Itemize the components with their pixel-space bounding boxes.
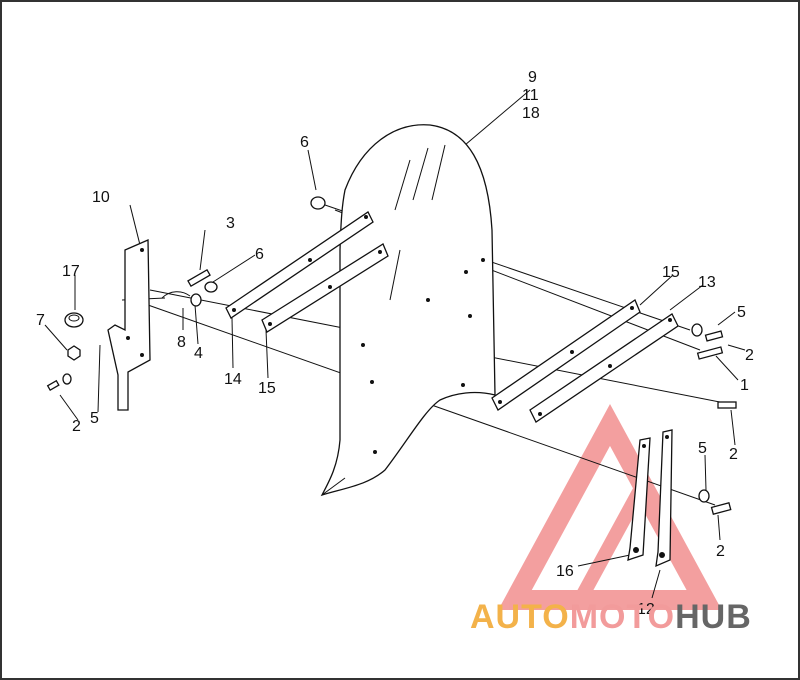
nut-17 [64,312,84,328]
watermark-text-part3: HUB [675,598,752,636]
callout-13: 13 [698,274,716,291]
callout-9: 9 [528,69,537,86]
callout-7: 7 [36,312,45,329]
callout-6-left: 6 [255,246,264,263]
callout-11: 11 [522,87,539,104]
callout-14: 14 [224,371,242,388]
nut-7 [67,345,81,361]
callout-10: 10 [92,189,110,206]
screw-2-left [46,379,60,391]
left-bracket-10 [107,239,151,411]
watermark-text-part2: MOTO [570,598,675,636]
screw-2-lower-right [710,501,732,515]
callout-labels: 9 11 18 6 10 3 6 17 7 8 4 14 15 2 5 15 1… [36,69,754,618]
callout-2-lower-right: 2 [716,543,725,560]
callout-2-left: 2 [72,418,81,435]
callout-17: 17 [62,263,80,280]
svg-text:AUTOMOTOHUB: AUTOMOTOHUB [470,598,752,636]
callout-2-upper-right: 2 [745,347,754,364]
nut-6-top [310,196,326,210]
screw-2-mid-right [717,401,737,409]
lower-bracket-16 [627,437,651,561]
washer-4 [190,293,202,307]
callout-3: 3 [226,215,235,232]
callout-5-left: 5 [90,410,99,427]
callout-6-top: 6 [300,134,309,151]
callout-12: 12 [637,601,655,618]
callout-5-upper-right: 5 [737,304,746,321]
right-mounting-strip-13 [529,313,679,423]
washer-5-right [691,323,703,337]
right-mounting-strip-15 [491,299,641,411]
clip-8 [161,291,191,299]
callout-8: 8 [177,334,186,351]
callout-15-right: 15 [662,264,680,281]
callout-15-left: 15 [258,380,276,397]
washer-5-left [62,373,72,385]
callout-2-mid-right: 2 [729,446,738,463]
screw-2-upper-right [704,330,724,342]
watermark-logo-text: AUTOMOTOHUB [470,598,752,636]
callout-5-lower-right: 5 [698,440,707,457]
left-mounting-strip-15 [261,243,389,333]
callout-1: 1 [740,377,749,394]
nut-6-left [204,281,218,293]
lower-bracket-12 [655,429,673,568]
stud-3 [187,269,211,287]
watermark-text-part1: AUTO [470,598,570,636]
callout-4: 4 [194,345,203,362]
callout-18: 18 [522,105,540,122]
screw-1 [696,346,724,360]
washer-5-lower-right [698,489,710,503]
callout-16: 16 [556,563,574,580]
left-mounting-strip-14 [225,211,374,319]
